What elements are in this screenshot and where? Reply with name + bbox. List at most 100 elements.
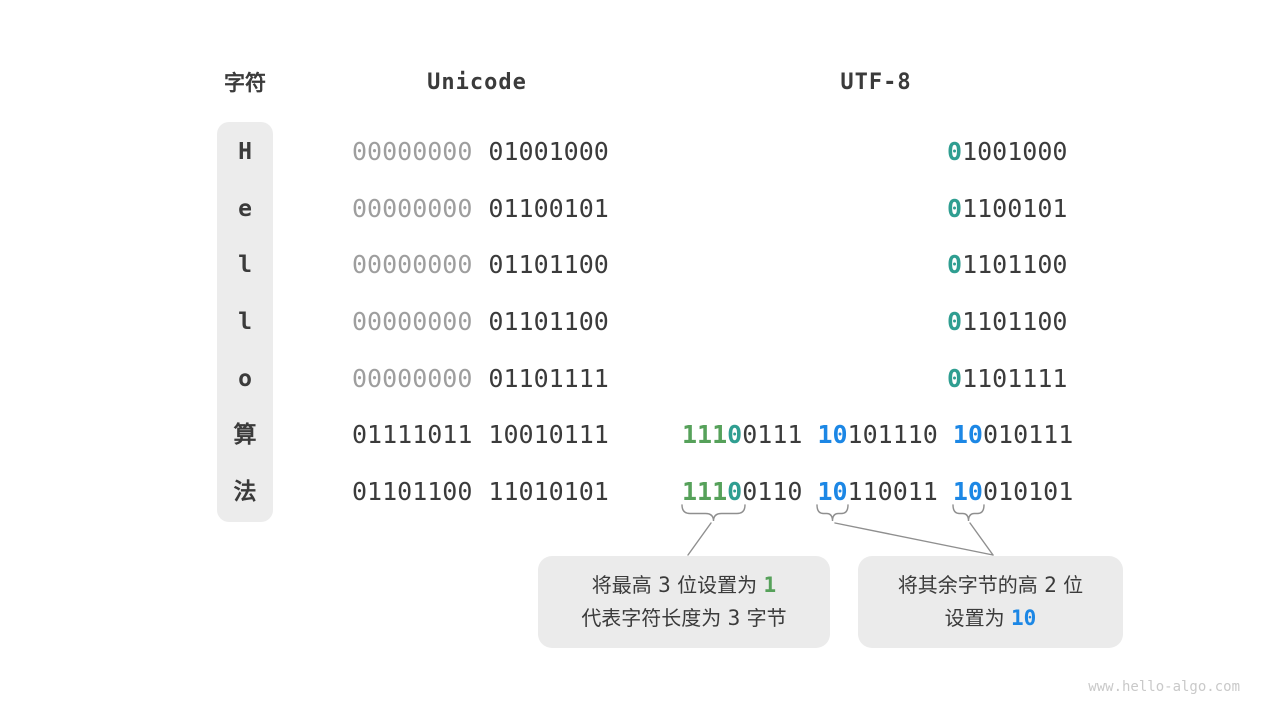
binary-byte: 11010101 — [488, 477, 608, 507]
unicode-value: 00000000 01101111 — [352, 364, 609, 394]
character-cell: H — [238, 139, 252, 165]
callout-continuation-bits: 将其余字节的高 2 位设置为 10 — [858, 556, 1123, 648]
text-segment-teal: 0 — [947, 194, 963, 223]
binary-byte: 01100101 — [488, 194, 608, 224]
binary-byte: 10010101 — [953, 477, 1073, 507]
text-segment-dark: 1101100 — [962, 307, 1068, 336]
text-segment-gray: 00000000 — [352, 194, 473, 223]
binary-byte: 00000000 — [352, 307, 472, 337]
text-segment-dark: 3 — [658, 573, 671, 597]
text-segment-blue: 10 — [817, 420, 848, 449]
character-cell: l — [238, 252, 252, 278]
callout-line: 代表字符长度为 3 字节 — [538, 602, 830, 635]
text-segment-dark: 0110 — [742, 477, 803, 506]
binary-byte: 10101110 — [817, 420, 937, 450]
connector-line-mid — [834, 522, 994, 556]
binary-byte: 00000000 — [352, 194, 472, 224]
text-segment-dark: 3 — [727, 606, 741, 630]
text-segment-dark: 01101100 — [488, 307, 609, 336]
character-cell: o — [238, 366, 252, 392]
unicode-value: 01101100 11010101 — [352, 477, 609, 507]
text-segment-dark: 1100101 — [962, 194, 1068, 223]
text-segment-dark: 1001000 — [962, 137, 1068, 166]
text-segment-dark: 010111 — [982, 420, 1074, 449]
column-header-utf8: UTF-8 — [840, 70, 912, 95]
binary-byte: 00000000 — [352, 364, 472, 394]
callout-line: 设置为 10 — [858, 602, 1123, 635]
binary-byte: 01101100 — [352, 477, 472, 507]
text-segment-dark: 位设置为 — [670, 573, 764, 597]
binary-byte: 01101111 — [488, 364, 608, 394]
text-segment-dark: 字节 — [740, 606, 787, 630]
utf8-value: 01100101 — [947, 194, 1067, 224]
text-segment-teal: 0 — [947, 137, 963, 166]
callout-line: 将其余字节的高 2 位 — [858, 569, 1123, 602]
unicode-value: 01111011 10010111 — [352, 420, 609, 450]
text-segment-dark: 位 — [1056, 573, 1084, 597]
binary-byte: 01001000 — [488, 137, 608, 167]
text-segment-dark: 1101100 — [962, 250, 1068, 279]
text-segment-blue: 10 — [952, 420, 983, 449]
text-segment-dark: 01101111 — [488, 364, 609, 393]
binary-byte: 11100110 — [682, 477, 802, 507]
text-segment-dark: 2 — [1044, 573, 1057, 597]
binary-byte: 01101111 — [947, 364, 1067, 394]
underbrace-second-byte-prefix — [816, 504, 849, 522]
binary-byte: 11100111 — [682, 420, 802, 450]
binary-byte: 01101100 — [488, 307, 608, 337]
connector-line-right — [969, 522, 994, 556]
text-segment-green: 1 — [763, 573, 777, 597]
utf8-value: 01101111 — [947, 364, 1067, 394]
binary-byte: 10110011 — [817, 477, 937, 507]
text-segment-dark: 将其余字节的高 — [897, 573, 1045, 597]
binary-byte: 01001000 — [947, 137, 1067, 167]
text-segment-dark: 010101 — [982, 477, 1074, 506]
text-segment-green: 111 — [682, 477, 728, 506]
text-segment-dark: 1101111 — [962, 364, 1068, 393]
character-cell: 算 — [233, 422, 257, 448]
text-segment-gray: 00000000 — [352, 364, 473, 393]
text-segment-blue: 10 — [817, 477, 848, 506]
text-segment-dark: 01001000 — [488, 137, 609, 166]
text-segment-dark: 11010101 — [488, 477, 609, 506]
text-segment-gray: 00000000 — [352, 137, 473, 166]
underbrace-first-byte-prefix — [681, 504, 746, 522]
text-segment-dark: 代表字符长度为 — [581, 606, 728, 630]
text-segment-dark: 设置为 — [944, 606, 1012, 630]
text-segment-dark: 01111011 — [352, 420, 473, 449]
underbrace-third-byte-prefix — [952, 504, 985, 522]
binary-byte: 00000000 — [352, 137, 472, 167]
column-header-unicode: Unicode — [427, 70, 527, 95]
binary-byte: 01111011 — [352, 420, 472, 450]
text-segment-gray: 00000000 — [352, 307, 473, 336]
text-segment-dark: 101110 — [847, 420, 938, 449]
unicode-value: 00000000 01001000 — [352, 137, 609, 167]
unicode-value: 00000000 01100101 — [352, 194, 609, 224]
text-segment-gray: 00000000 — [352, 250, 473, 279]
text-segment-dark: 10010111 — [488, 420, 609, 449]
callout-line: 将最高 3 位设置为 1 — [538, 569, 830, 602]
character-column-background — [217, 122, 273, 522]
binary-byte: 00000000 — [352, 250, 472, 280]
text-segment-dark: 0111 — [742, 420, 803, 449]
text-segment-teal: 0 — [727, 420, 743, 449]
text-segment-blue: 10 — [952, 477, 983, 506]
text-segment-blue: 10 — [1011, 606, 1037, 630]
text-segment-green: 111 — [682, 420, 728, 449]
unicode-value: 00000000 01101100 — [352, 307, 609, 337]
text-segment-dark: 01100101 — [488, 194, 609, 223]
utf8-value: 01101100 — [947, 307, 1067, 337]
watermark: www.hello-algo.com — [1088, 679, 1240, 695]
binary-byte: 01101100 — [947, 250, 1067, 280]
binary-byte: 10010111 — [953, 420, 1073, 450]
text-segment-dark: 01101100 — [352, 477, 473, 506]
text-segment-teal: 0 — [947, 250, 963, 279]
utf8-value: 01101100 — [947, 250, 1067, 280]
text-segment-dark: 将最高 — [591, 573, 659, 597]
binary-byte: 01101100 — [947, 307, 1067, 337]
